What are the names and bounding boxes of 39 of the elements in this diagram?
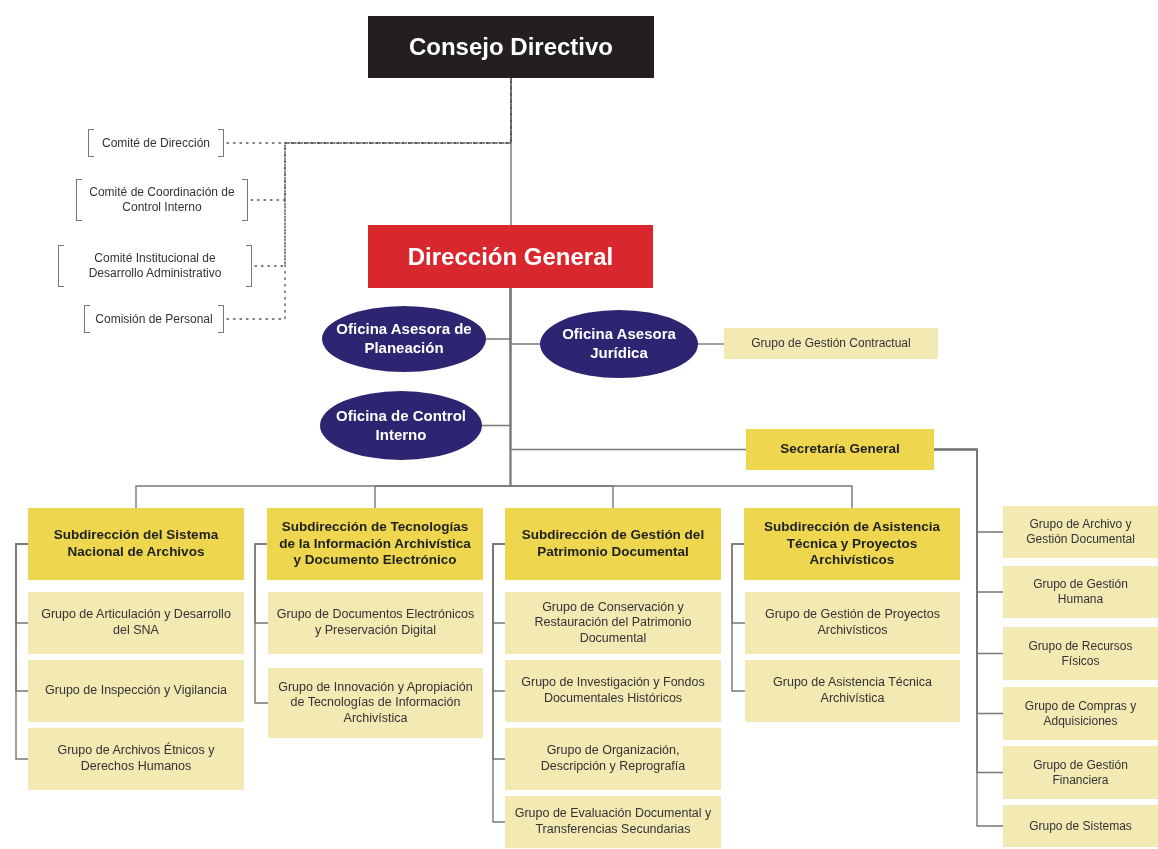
group-box: Grupo de Innovación y Apropiación de Tecnologías de Información Archivística [268,668,483,738]
group-box: Grupo de Archivo y Gestión Documental [1003,506,1158,558]
connector-line [697,343,725,345]
division-box: Secretaría General [746,429,934,470]
group-box: Grupo de Gestión Humana [1003,566,1158,618]
group-box: Grupo de Documentos Electrónicos y Preservación Digital [268,592,483,654]
group-box: Grupo de Gestión de Proyectos Archivísticos [745,592,960,654]
group-box: Grupo de Recursos Físicos [1003,627,1158,680]
division-box: Subdirección de Tecnologías de la Información Archivística y Documento Electrónico [267,508,483,580]
division-box: Subdirección de Asistencia Técnica y Proyectos Archivísticos [744,508,960,580]
group-box: Grupo de Evaluación Documental y Transferencias Secundarias [505,796,721,848]
committee-label: Comisión de Personal [84,305,224,333]
group-box: Grupo de Inspección y Vigilancia [28,660,244,722]
group-box: Grupo de Asistencia Técnica Archivística [745,660,960,722]
director-box: Dirección General [368,225,653,288]
group-box: Grupo de Conservación y Restauración del Patrimonio Documental [505,592,721,654]
connector-line [254,543,269,704]
connector-line [492,543,506,823]
group-box: Grupo de Gestión Financiera [1003,746,1158,799]
group-box: Grupo de Compras y Adquisiciones [1003,687,1158,740]
connector-line [15,543,29,760]
group-box: Grupo de Investigación y Fondos Documentales Históricos [505,660,721,722]
group-box: Grupo de Organización, Descripción y Reprografía [505,728,721,790]
office-ellipse: Oficina de Control Interno [320,391,482,460]
connector-line [509,287,853,509]
office-ellipse: Oficina Asesora de Planeación [322,306,486,372]
committee-label: Comité Institucional de Desarrollo Administrativo [58,245,252,287]
committee-label: Comité de Coordinación de Control Interno [76,179,248,221]
group-box: Grupo de Sistemas [1003,805,1158,847]
office-ellipse: Oficina Asesora Jurídica [540,310,698,378]
board-box: Consejo Directivo [368,16,654,78]
dotted-connector [254,77,512,267]
group-box: Grupo de Gestión Contractual [724,328,938,359]
connector-line [731,543,746,692]
group-box: Grupo de Articulación y Desarrollo del SNA [28,592,244,654]
division-box: Subdirección del Sistema Nacional de Archivos [28,508,244,580]
committee-label: Comité de Dirección [88,129,224,157]
division-box: Subdirección de Gestión del Patrimonio Documental [505,508,721,580]
group-box: Grupo de Archivos Étnicos y Derechos Humanos [28,728,244,790]
